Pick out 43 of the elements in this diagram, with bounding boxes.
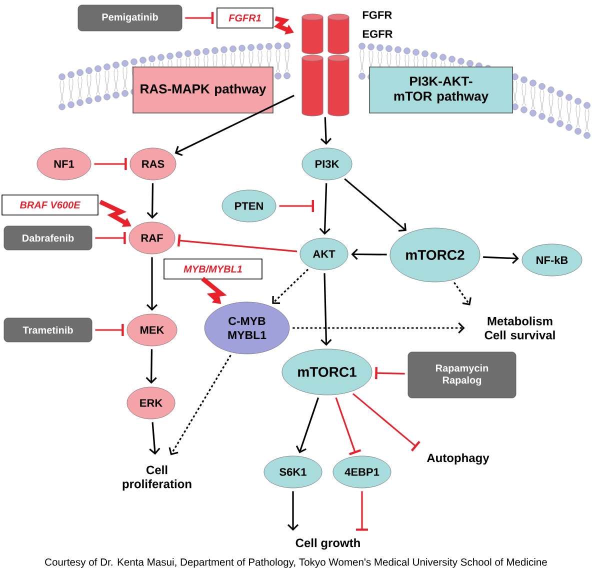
pathway-box: RAS-MAPK pathway <box>132 66 274 114</box>
receptor-drawing <box>302 14 350 116</box>
mutation-box: BRAF V600E <box>2 194 98 216</box>
pathway-box: PI3K-AKT-mTOR pathway <box>369 66 513 114</box>
arrow <box>146 349 157 384</box>
arrow <box>483 252 519 264</box>
drug-box: Pemigatinib <box>78 4 182 32</box>
mutation-box: FGFR1 <box>216 8 274 28</box>
outcome-text: Autophagy <box>426 453 490 465</box>
outcome-text: Metabolism Cell survival <box>484 316 555 340</box>
arrow <box>146 183 158 219</box>
arrow <box>272 268 309 304</box>
inhibition-line <box>352 393 420 452</box>
inhibition-line <box>356 491 368 531</box>
arrow <box>149 422 160 455</box>
inhibition-line <box>185 12 214 24</box>
receptor-label: FGFR <box>362 11 392 19</box>
drug-box: Dabrafenib <box>4 226 92 250</box>
drug-box: Rapamycin Rapalog <box>408 352 516 398</box>
arrow <box>319 183 330 235</box>
arrow <box>287 491 299 531</box>
arrow <box>454 282 472 306</box>
arrow <box>168 354 232 456</box>
drug-box: Trametinib <box>4 318 92 342</box>
arrow <box>292 322 465 334</box>
arrow <box>320 273 332 346</box>
inhibition-line <box>95 232 126 244</box>
arrow <box>174 94 294 156</box>
inhibition-line <box>177 234 298 252</box>
arrow <box>351 248 387 260</box>
outcome-text: Cell growth <box>296 538 360 550</box>
mutation-box: MYB/MYBL1 <box>164 258 262 280</box>
outcome-text: Cell proliferation <box>122 465 192 491</box>
arrow <box>146 257 158 311</box>
inhibition-line <box>375 367 405 380</box>
arrow <box>296 397 320 454</box>
inhibition-line <box>94 158 127 170</box>
caption: Courtesy of Dr. Kenta Masui, Department of Pathology, Tokyo Women's Medical University School of Medicine <box>45 558 547 568</box>
arrow <box>320 117 332 145</box>
arrow <box>344 178 406 232</box>
receptor-label: EGFR <box>362 30 393 38</box>
inhibition-line <box>279 200 314 212</box>
inhibition-line <box>95 324 124 336</box>
